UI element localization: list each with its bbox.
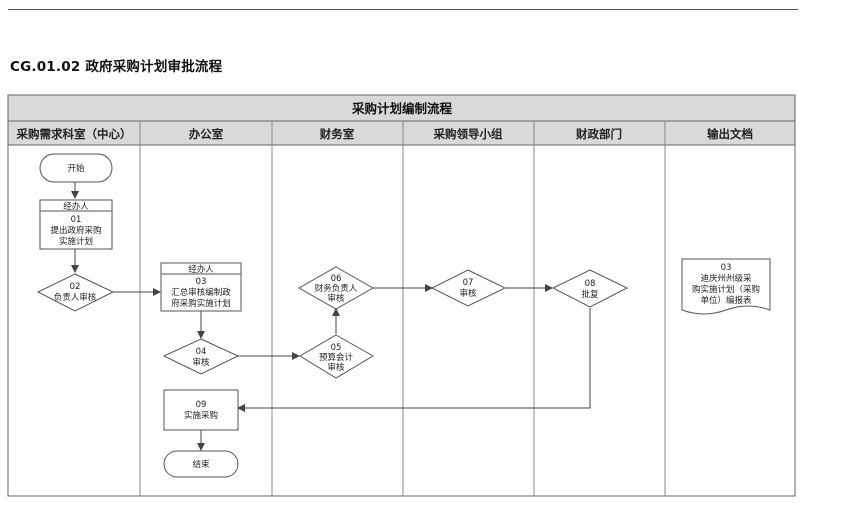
- lane-header-finance-bureau: 财政部门: [575, 127, 622, 141]
- output-document-line1: 迪庆州州级采: [700, 273, 752, 284]
- start-label: 开始: [67, 163, 85, 174]
- node-08-id: 08: [585, 279, 596, 289]
- node-02-id: 02: [70, 282, 81, 292]
- node-01-id: 01: [71, 215, 82, 225]
- node-03-box: [160, 262, 242, 312]
- start-terminator: [39, 153, 113, 183]
- node-01-line1: 提出政府采购: [50, 225, 101, 236]
- end-label: 结束: [192, 459, 210, 470]
- title-bar: [7, 94, 796, 122]
- top-divider: [8, 9, 798, 10]
- node-05-diamond: [299, 334, 374, 379]
- page-title: CG.01.02 政府采购计划审批流程: [10, 59, 223, 75]
- node-06-diamond: [297, 266, 375, 310]
- node-06-id: 06: [331, 274, 342, 284]
- node-04-diamond: [162, 338, 240, 375]
- flowchart-frame: [7, 94, 796, 497]
- node-05-line1: 预算会计: [319, 352, 354, 363]
- node-07-diamond: [430, 269, 507, 307]
- lane-header-procurement-group: 采购领导小组: [433, 127, 503, 141]
- node-02-label: 负责人审核: [54, 292, 97, 303]
- node-05-id: 05: [331, 343, 342, 353]
- node-06-line2: 审核: [327, 293, 345, 304]
- node-07-label: 审核: [459, 288, 477, 299]
- node-01-box: [39, 199, 113, 250]
- lane-header-finance: 财务室: [319, 127, 355, 141]
- node-02-diamond: [36, 273, 115, 312]
- node-09-box: [163, 389, 239, 431]
- node-08-diamond: [551, 269, 629, 308]
- node-03-line2: 府采购实施计划: [171, 298, 231, 309]
- end-terminator: [163, 450, 239, 478]
- lane-header-demand-dept: 采购需求科室（中心）: [16, 127, 132, 141]
- lane-header-office: 办公室: [189, 127, 224, 141]
- node-03-role: 经办人: [188, 264, 214, 275]
- node-07-id: 07: [463, 278, 474, 288]
- edge-08-to-09: [237, 308, 591, 412]
- output-document-id: 03: [721, 263, 732, 273]
- node-04-id: 04: [196, 347, 207, 357]
- node-08-label: 批复: [581, 289, 599, 300]
- node-01-role: 经办人: [63, 201, 89, 212]
- node-05-line2: 审核: [327, 362, 345, 373]
- lane-header-output-docs: 输出文档: [707, 127, 753, 141]
- flow-title: 采购计划编制流程: [351, 101, 453, 116]
- lane-header-bar: [7, 120, 796, 146]
- node-03-line1: 汇总审核编制政: [171, 287, 231, 298]
- output-document-line2: 购实施计划（采购: [692, 284, 760, 295]
- node-09-label: 实施采购: [184, 410, 218, 421]
- node-01-line2: 实施计划: [59, 236, 93, 247]
- output-document-shape: [681, 258, 771, 315]
- output-document-line3: 单位）编报表: [700, 295, 752, 306]
- node-06-line1: 财务负责人: [315, 283, 358, 294]
- node-09-id: 09: [196, 400, 207, 410]
- node-04-label: 审核: [192, 357, 210, 368]
- node-03-id: 03: [196, 277, 207, 287]
